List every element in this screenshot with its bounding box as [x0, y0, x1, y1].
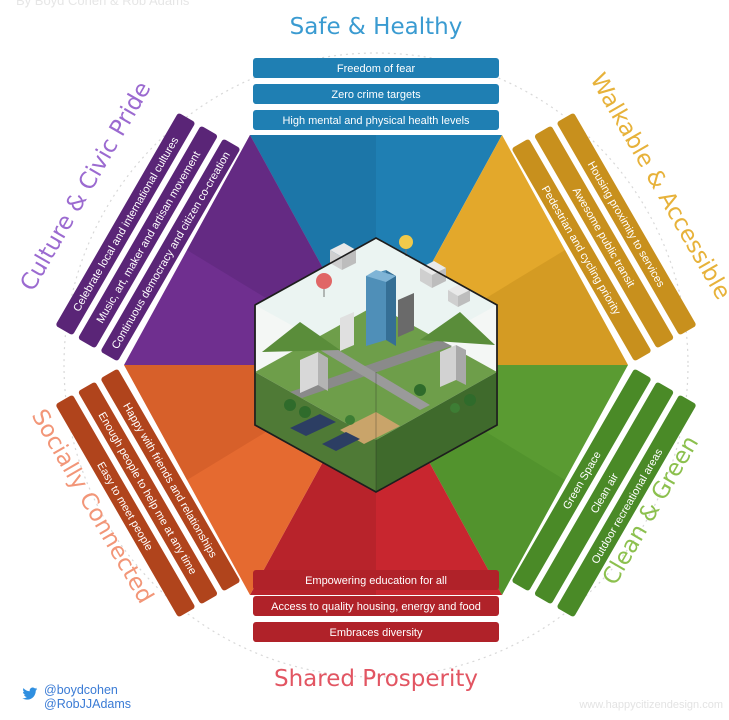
- website-credit[interactable]: www.happycitizendesign.com: [579, 699, 723, 711]
- title-shared-prosperity: Shared Prosperity: [274, 666, 478, 692]
- byline: By Boyd Cohen & Rob Adams: [16, 0, 190, 8]
- safe-item-3: High mental and physical health levels: [282, 115, 470, 127]
- shared-item-1: Empowering education for all: [305, 575, 447, 587]
- title-safe-healthy: Safe & Healthy: [290, 14, 463, 40]
- city-cube-illustration: [254, 235, 498, 493]
- safe-healthy-bars: Freedom of fear Zero crime targets High …: [253, 58, 499, 130]
- shared-item-3: Embraces diversity: [330, 627, 423, 639]
- twitter-bird-icon: [22, 687, 38, 700]
- safe-item-2: Zero crime targets: [331, 89, 421, 101]
- shared-item-2: Access to quality housing, energy and fo…: [271, 601, 481, 613]
- shared-prosperity-bars: Empowering education for all Access to q…: [253, 570, 499, 642]
- outer-dotted-ring: [63, 52, 689, 678]
- safe-item-1: Freedom of fear: [337, 63, 416, 75]
- twitter-handle-2[interactable]: @RobJJAdams: [44, 697, 132, 711]
- twitter-handle-1[interactable]: @boydcohen: [44, 683, 118, 697]
